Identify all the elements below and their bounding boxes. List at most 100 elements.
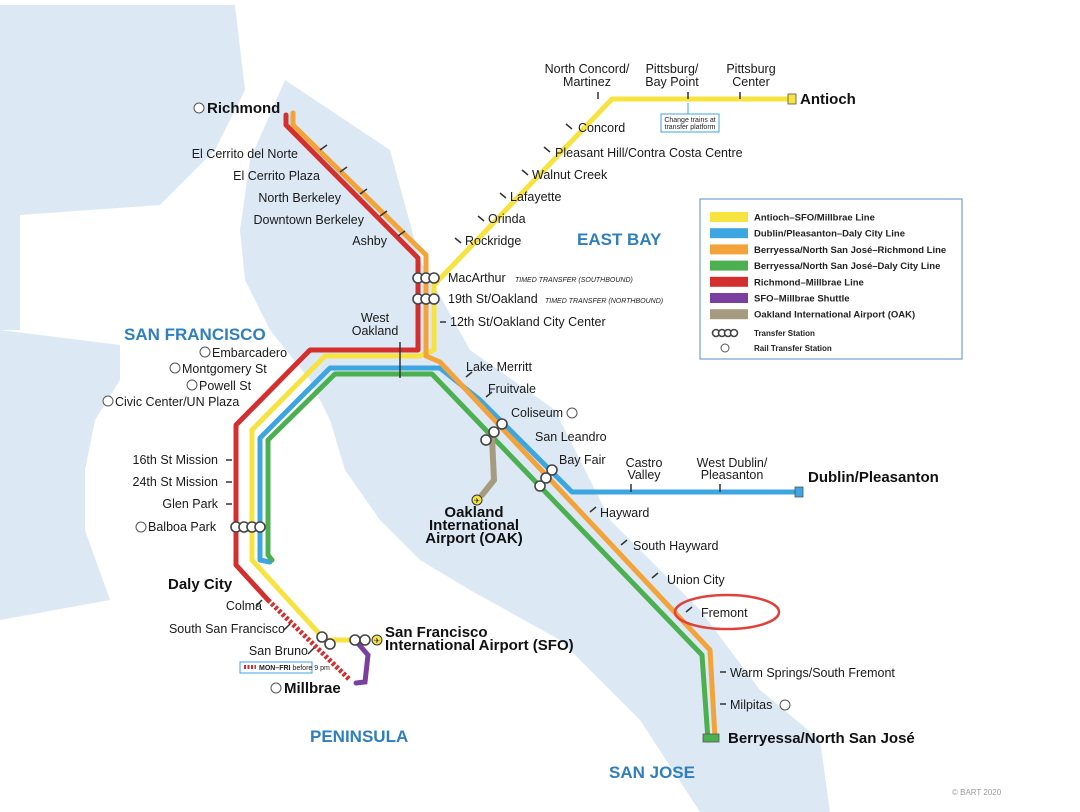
region-labels: EAST BAY SAN FRANCISCO PENINSULA SAN JOS… bbox=[124, 230, 695, 782]
berryessa-terminal-cap bbox=[702, 733, 720, 743]
oak-airport-icon bbox=[471, 494, 483, 506]
line-green bbox=[265, 371, 711, 743]
rail-transfer-icon bbox=[102, 395, 114, 407]
label-berryessa: Berryessa/North San José bbox=[728, 730, 915, 747]
label-pittsburg-bp: Pittsburg/ bbox=[646, 62, 699, 76]
rail-transfer-icon bbox=[199, 346, 211, 358]
line-red-weekday bbox=[266, 598, 352, 682]
label-south-sf: South San Francisco bbox=[169, 622, 285, 636]
label-civic-center: Civic Center/UN Plaza bbox=[115, 395, 239, 409]
sfo-airport-icon bbox=[371, 634, 383, 646]
label-milpitas: Milpitas bbox=[730, 698, 772, 712]
label-orinda: Orinda bbox=[488, 212, 526, 226]
legend-swatch bbox=[710, 293, 748, 303]
label-castro-valley: Castro bbox=[626, 456, 663, 470]
rail-transfer-icon bbox=[779, 699, 791, 711]
label-san-bruno: San Bruno bbox=[249, 644, 308, 658]
label-west-oakland-2: Oakland bbox=[352, 324, 399, 338]
transfer-balboa-park bbox=[230, 521, 266, 533]
label-north-concord-2: Martinez bbox=[563, 75, 611, 89]
label-sfo: San Francisco bbox=[385, 624, 488, 641]
label-oak-3: Airport (OAK) bbox=[425, 530, 523, 547]
legend-swatch bbox=[710, 228, 748, 239]
label-macarthur: MacArthur bbox=[448, 271, 506, 285]
label-powell: Powell St bbox=[199, 379, 252, 393]
label-sfo-2: International Airport (SFO) bbox=[385, 637, 574, 654]
label-west-dublin: West Dublin/ bbox=[697, 456, 768, 470]
rail-transfer-icon bbox=[135, 521, 147, 533]
label-north-concord: North Concord/ bbox=[545, 62, 630, 76]
sfo-airport-glyph: ✈ bbox=[374, 638, 380, 645]
line-purple bbox=[352, 637, 371, 686]
label-hayward: Hayward bbox=[600, 506, 649, 520]
label-el-cerrito-plaza: El Cerrito Plaza bbox=[233, 169, 320, 183]
label-warm-springs: Warm Springs/South Fremont bbox=[730, 666, 895, 680]
rail-transfer-icon bbox=[169, 362, 181, 374]
transfer-19th-st bbox=[412, 293, 440, 305]
label-pittsburg-c: Pittsburg bbox=[726, 62, 775, 76]
legend-line-label: Berryessa/North San José–Richmond Line bbox=[754, 245, 946, 256]
legend-line-label: SFO–Millbrae Shuttle bbox=[754, 294, 850, 305]
label-richmond: Richmond bbox=[207, 100, 280, 117]
label-glen-park: Glen Park bbox=[162, 497, 218, 511]
label-dublin-pleasanton: Dublin/Pleasanton bbox=[808, 469, 939, 486]
label-pleasant-hill: Pleasant Hill/Contra Costa Centre bbox=[555, 146, 743, 160]
rail-transfer-icon bbox=[566, 407, 578, 419]
legend-line-label: Dublin/Pleasanton–Daly City Line bbox=[754, 229, 905, 240]
change-trains-text-2: transfer platform bbox=[665, 124, 716, 131]
label-west-dublin-2: Pleasanton bbox=[701, 468, 764, 482]
legend-line-label: Antioch–SFO/Millbrae Line bbox=[754, 213, 875, 224]
water-shapes bbox=[0, 5, 830, 812]
label-millbrae: Millbrae bbox=[284, 680, 341, 697]
label-pittsburg-bp-2: Bay Point bbox=[645, 75, 699, 89]
label-colma: Colma bbox=[226, 599, 262, 613]
label-downtown-berkeley: Downtown Berkeley bbox=[254, 213, 365, 227]
legend-swatch bbox=[710, 309, 748, 320]
mon-fri-note: MON–FRI before 9 pm bbox=[239, 661, 330, 674]
region-san-francisco: SAN FRANCISCO bbox=[124, 325, 266, 344]
label-el-cerrito-norte: El Cerrito del Norte bbox=[192, 147, 298, 161]
line-orange bbox=[290, 110, 718, 741]
label-pittsburg-c-2: Center bbox=[732, 75, 770, 89]
legend-line-label: Oakland International Airport (OAK) bbox=[754, 310, 915, 321]
label-oak: Oakland bbox=[444, 504, 503, 521]
label-24th-st: 24th St Mission bbox=[133, 475, 219, 489]
copyright: © BART 2020 bbox=[952, 788, 1002, 797]
legend-transfer-station: Transfer Station bbox=[754, 329, 815, 338]
terminal-labels: Richmond Antioch Dublin/Pleasanton Daly … bbox=[168, 91, 939, 747]
transfer-san-bruno bbox=[316, 631, 336, 650]
transfer-bay-fair bbox=[534, 464, 558, 492]
legend-swatch bbox=[710, 260, 748, 271]
label-oak-2: International bbox=[429, 517, 519, 534]
legend-transfer-icon bbox=[711, 328, 739, 338]
rail-transfer-icon bbox=[186, 379, 198, 391]
label-antioch: Antioch bbox=[800, 91, 856, 108]
change-trains-note: Change trains at transfer platform bbox=[660, 103, 720, 133]
legend-swatch bbox=[710, 244, 748, 255]
station-ticks bbox=[226, 92, 741, 705]
region-san-jose: SAN JOSE bbox=[609, 763, 695, 782]
label-walnut-creek: Walnut Creek bbox=[532, 168, 608, 182]
transfer-macarthur bbox=[412, 272, 440, 284]
label-union-city: Union City bbox=[667, 573, 725, 587]
label-west-oakland: West bbox=[361, 311, 390, 325]
antioch-terminal-cap bbox=[787, 93, 797, 105]
rail-transfer-icon bbox=[193, 102, 205, 114]
label-san-leandro: San Leandro bbox=[535, 430, 607, 444]
oak-airport-glyph: ✈ bbox=[474, 498, 480, 505]
line-yellow bbox=[249, 96, 793, 643]
label-bay-fair: Bay Fair bbox=[559, 453, 606, 467]
label-embarcadero: Embarcadero bbox=[212, 346, 287, 360]
fremont-highlight-ring bbox=[673, 593, 781, 631]
transfer-sfo bbox=[349, 634, 371, 646]
label-ashby: Ashby bbox=[352, 234, 387, 248]
label-lake-merritt: Lake Merritt bbox=[466, 360, 533, 374]
legend-items: Antioch–SFO/Millbrae LineDublin/Pleasant… bbox=[710, 212, 946, 321]
legend-swatch bbox=[710, 276, 748, 287]
label-fremont: Fremont bbox=[701, 606, 748, 620]
label-fruitvale: Fruitvale bbox=[488, 382, 536, 396]
station-labels: North Concord/ Martinez Pittsburg/ Bay P… bbox=[115, 62, 895, 712]
label-19th-st: 19th St/Oakland bbox=[448, 292, 538, 306]
legend: Antioch–SFO/Millbrae LineDublin/Pleasant… bbox=[699, 198, 963, 360]
